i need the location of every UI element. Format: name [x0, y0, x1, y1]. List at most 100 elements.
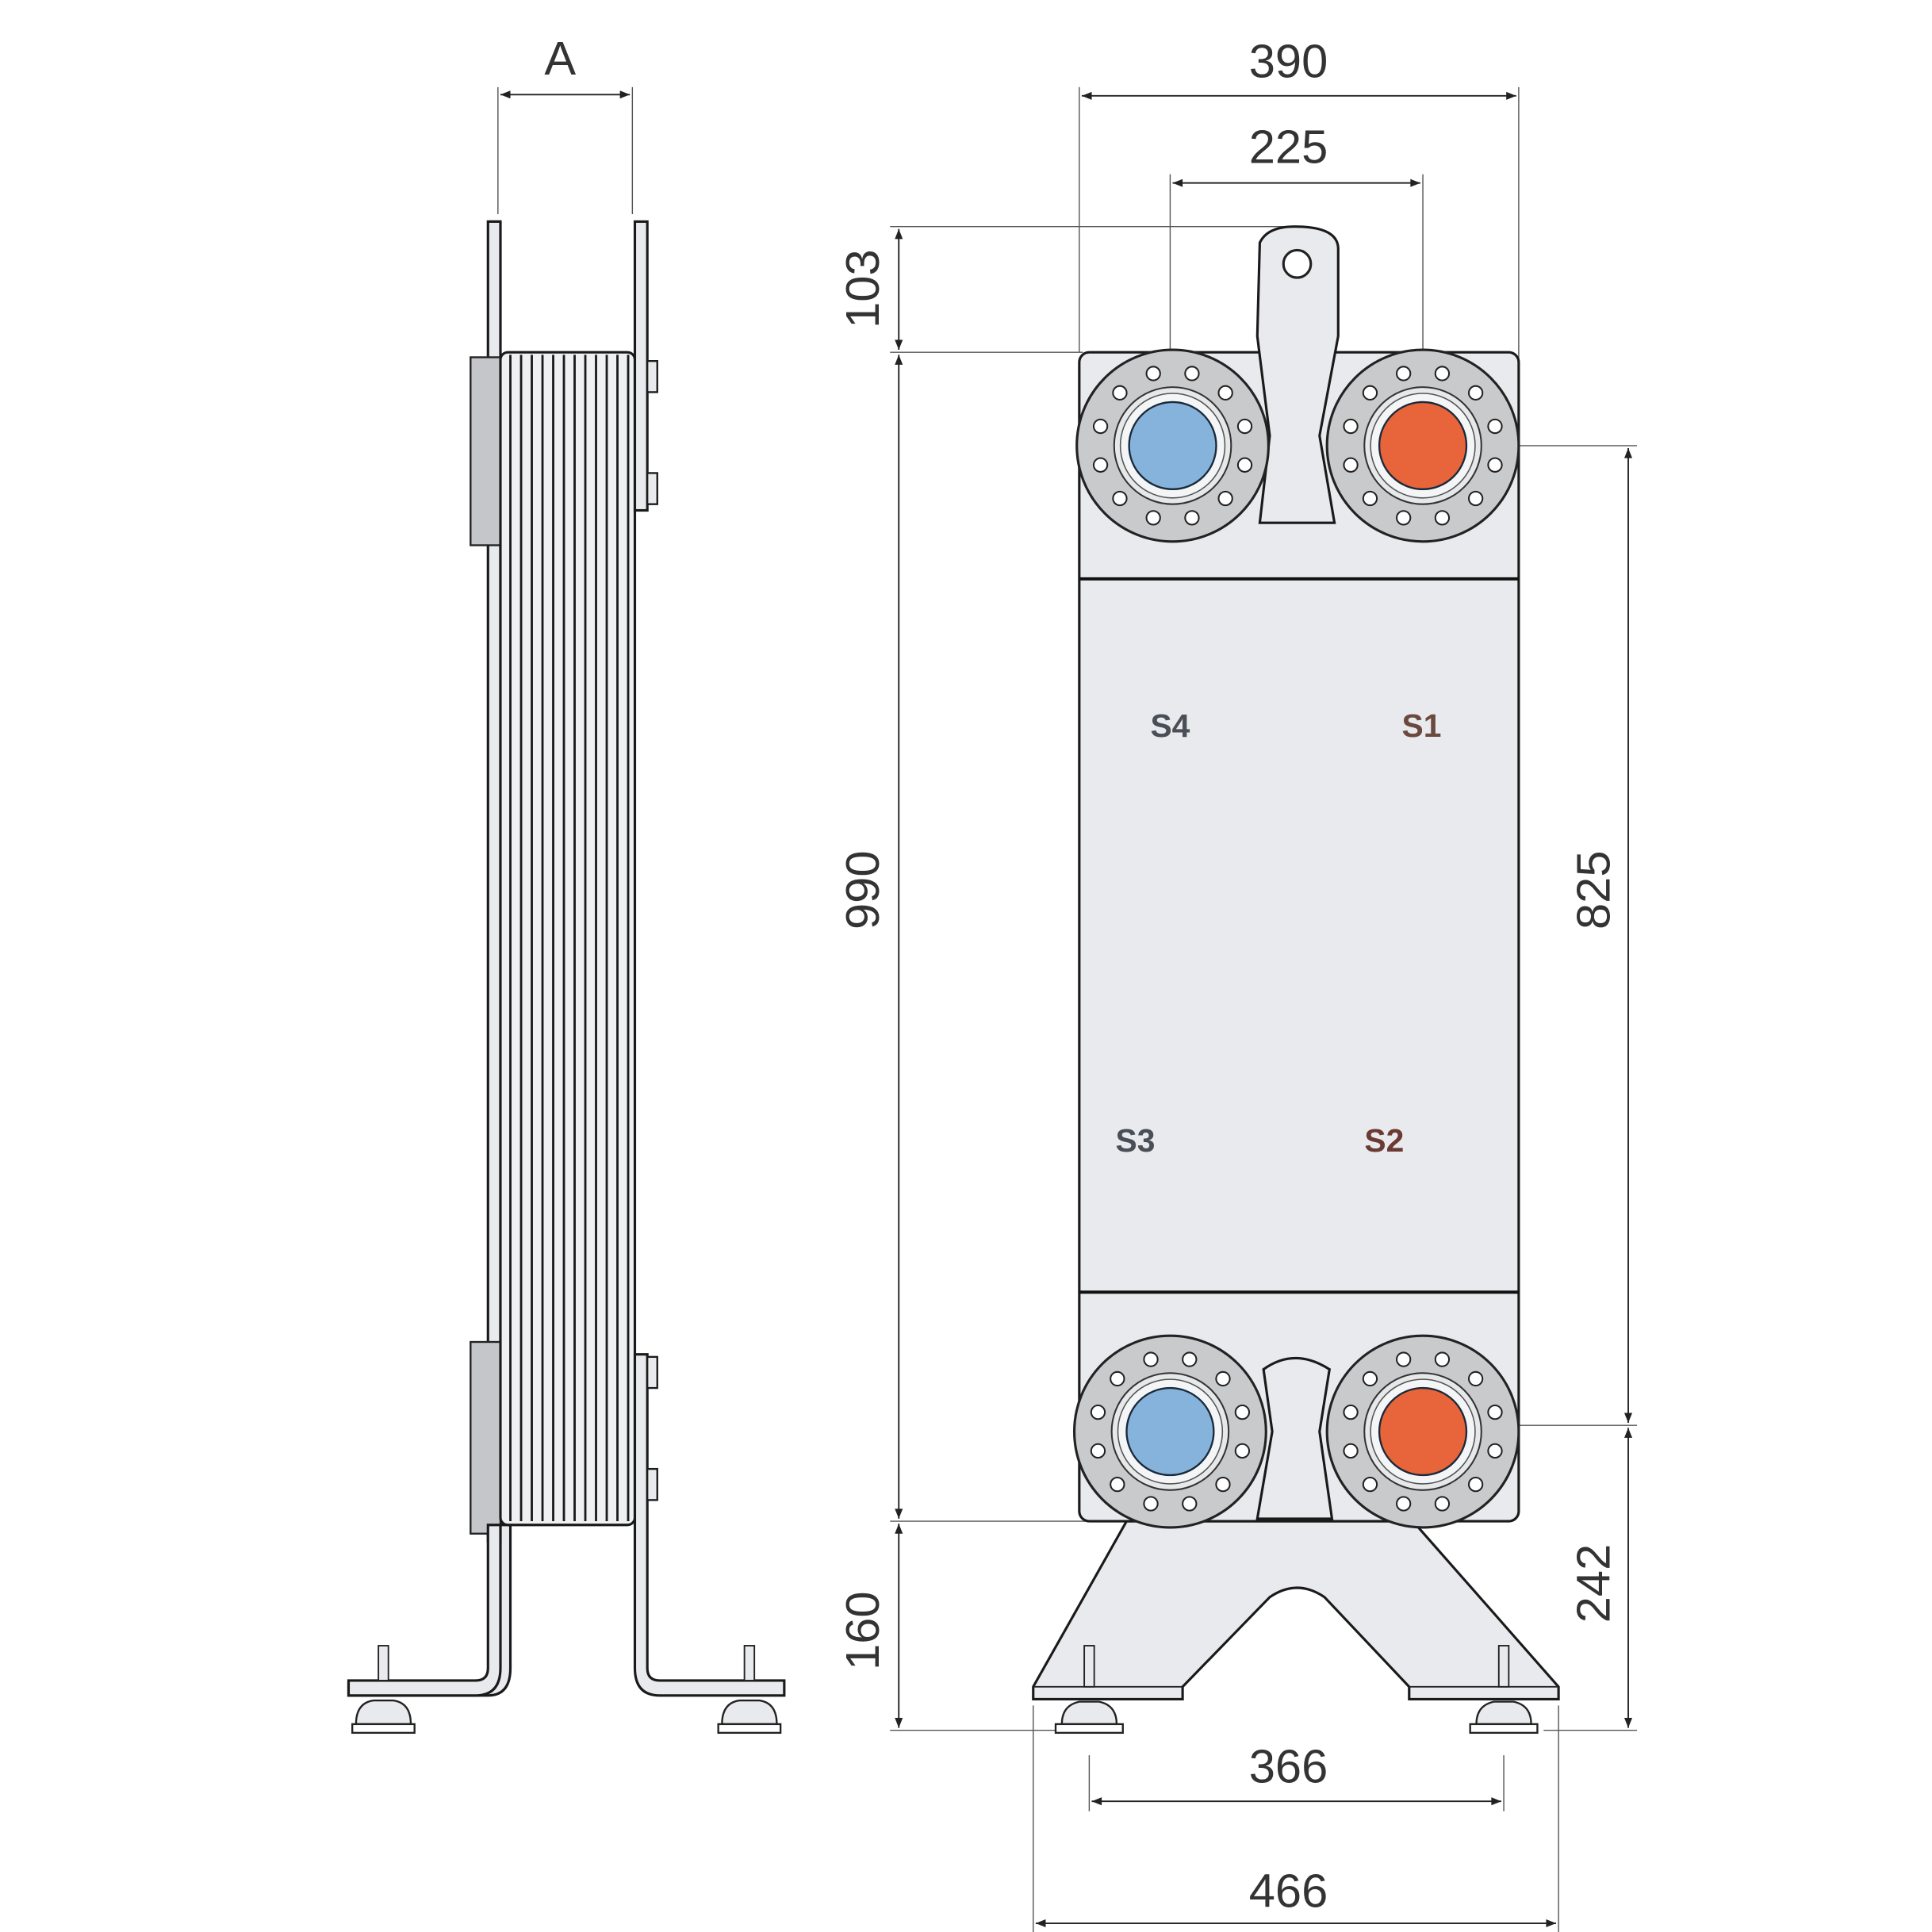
foot-pad — [1469, 1723, 1539, 1735]
bolt-hole — [1182, 1351, 1198, 1367]
bolt-hole — [1343, 418, 1359, 435]
bolt-hole — [1184, 366, 1200, 381]
leveling-foot — [721, 1699, 778, 1726]
port-label-s4: S4 — [1150, 707, 1190, 744]
dimension-466-label: 466 — [1249, 1865, 1328, 1918]
bolt-hole — [1343, 1443, 1359, 1459]
dimension-242-label: 242 — [1566, 1544, 1620, 1623]
cold-port-top-icon — [1128, 401, 1217, 491]
bolt-hole — [1215, 1476, 1231, 1493]
dimension-160-label: 160 — [836, 1591, 889, 1669]
port-label-s1: S1 — [1402, 707, 1442, 744]
right-frame-leg — [633, 1353, 786, 1697]
leveling-foot — [1475, 1700, 1532, 1726]
bolt-hole — [1343, 1404, 1359, 1420]
hot-port-bottom-flange — [1325, 1334, 1520, 1529]
bolt-hole — [1234, 1443, 1251, 1459]
bolt-hole — [1396, 1351, 1412, 1367]
bolt-hole — [1234, 1404, 1251, 1420]
leveling-foot — [1060, 1700, 1118, 1726]
bolt-hole — [1112, 385, 1128, 401]
bolt-hole — [1434, 510, 1451, 526]
bolt-hole — [1184, 510, 1200, 526]
bolt-hole — [1092, 418, 1109, 435]
bolt-hole — [1487, 457, 1503, 473]
dimension-103-label: 103 — [836, 249, 889, 328]
dimension-a-label: A — [544, 32, 576, 85]
bolt-hole — [1090, 1404, 1106, 1420]
plate-pack — [499, 351, 637, 1527]
bolt-hole — [1467, 1476, 1484, 1493]
dimension-225-label: 225 — [1249, 121, 1328, 174]
bolt-hole — [1434, 1351, 1451, 1367]
bolt-hole — [1090, 1443, 1106, 1459]
bolt-hole — [1145, 510, 1161, 526]
foot-pad — [351, 1723, 416, 1735]
base-stand — [1032, 1520, 1560, 1701]
bolt-hole — [1110, 1370, 1125, 1387]
left-foot — [347, 1524, 502, 1697]
front-feet — [1054, 1645, 1539, 1735]
bolt-hole — [1434, 1496, 1451, 1512]
bolt-hole — [1467, 490, 1484, 507]
pressure-plate-top — [633, 220, 649, 512]
bolt-hole — [1467, 385, 1484, 401]
bolt-hole — [1487, 1443, 1503, 1459]
foot-pad — [717, 1723, 782, 1735]
bolt-hole — [1112, 490, 1128, 507]
hot-port-top-icon — [1378, 401, 1468, 491]
bottom-lug — [1255, 1356, 1334, 1520]
bolt-icon — [646, 472, 658, 505]
bolt-hole — [1215, 1370, 1231, 1387]
port-label-s2: S2 — [1364, 1122, 1404, 1159]
bolt-hole — [1236, 418, 1253, 435]
plate-lines — [509, 355, 630, 1522]
bolt-hole — [1092, 457, 1109, 473]
leveling-stud — [1497, 1645, 1510, 1688]
bolt-hole — [1362, 1476, 1378, 1493]
leveling-stud — [743, 1645, 756, 1681]
bolt-hole — [1396, 366, 1412, 381]
bolt-hole — [1487, 1404, 1503, 1420]
bolt-hole — [1396, 510, 1412, 526]
bolt-hole — [1434, 366, 1451, 381]
bolt-hole — [1467, 1370, 1484, 1387]
bolt-hole — [1217, 385, 1233, 401]
flanges — [1072, 348, 1520, 1529]
bolt-hole — [1145, 366, 1161, 381]
leveling-stud — [1083, 1645, 1095, 1688]
bolt-icon — [646, 1467, 658, 1501]
connection-block-top — [470, 356, 502, 546]
port-label-s3: S3 — [1116, 1122, 1156, 1159]
side-bolts — [646, 360, 658, 1501]
lifting-hole — [1282, 248, 1313, 279]
leveling-foot — [355, 1699, 412, 1726]
hot-port-bottom-icon — [1378, 1386, 1468, 1477]
bolt-hole — [1217, 490, 1233, 507]
cold-port-bottom-icon — [1125, 1386, 1215, 1477]
side-feet — [351, 1645, 782, 1735]
bolt-hole — [1182, 1496, 1198, 1512]
dimension-990-label: 990 — [836, 851, 889, 930]
bolt-hole — [1143, 1496, 1159, 1512]
dimension-825-label: 825 — [1566, 851, 1620, 930]
foot-pad — [1054, 1723, 1124, 1735]
bolt-icon — [646, 360, 658, 393]
front-view: 390 225 103 990 160 825 242 366 466 S4 S… — [836, 34, 1638, 1932]
side-view: A — [347, 32, 786, 1735]
bolt-hole — [1110, 1476, 1125, 1493]
cold-port-top-flange — [1075, 348, 1270, 543]
cold-port-bottom-flange — [1072, 1334, 1267, 1529]
lifting-lug — [1255, 225, 1340, 524]
leveling-stud — [378, 1645, 389, 1681]
bolt-hole — [1362, 490, 1378, 507]
bolt-hole — [1362, 1370, 1378, 1387]
bolt-hole — [1396, 1496, 1412, 1512]
bolt-hole — [1236, 457, 1253, 473]
hot-port-top-flange — [1325, 348, 1520, 543]
dimension-390-label: 390 — [1249, 34, 1328, 87]
bolt-hole — [1343, 457, 1359, 473]
bolt-hole — [1362, 385, 1378, 401]
